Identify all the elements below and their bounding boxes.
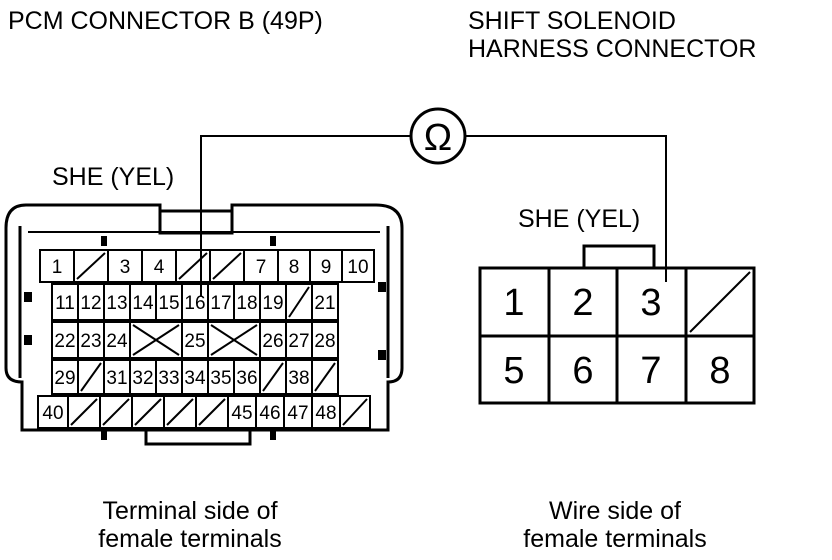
solenoid-terminal-2: 2 xyxy=(572,282,593,324)
pcm-caption-line2: female terminals xyxy=(98,525,282,553)
pcm-unused-terminal-mark xyxy=(132,324,180,356)
pcm-unused-terminal-mark xyxy=(288,286,310,318)
solenoid-terminal-6: 6 xyxy=(572,350,593,392)
solenoid-connector-body xyxy=(478,244,756,405)
pcm-terminal-number: 22 xyxy=(54,331,75,352)
pcm-terminal-number: 21 xyxy=(314,293,335,314)
ohmmeter-leads xyxy=(200,135,667,296)
pcm-terminal-number: 1 xyxy=(52,257,63,278)
pcm-wire-label: SHE (YEL) xyxy=(52,163,175,191)
solenoid-connector-title-line2: HARNESS CONNECTOR xyxy=(468,35,757,63)
pcm-terminal-number: 36 xyxy=(236,368,257,389)
solenoid-terminal-numbers: 1 2 3 5 6 7 8 xyxy=(503,282,730,392)
pcm-connector-title: PCM CONNECTOR B (49P) xyxy=(8,7,323,35)
pcm-terminal-cavity xyxy=(311,283,339,321)
solenoid-terminal-3: 3 xyxy=(640,282,661,324)
pcm-terminal-number: 32 xyxy=(132,368,153,389)
pcm-terminal-number: 17 xyxy=(210,293,231,314)
pcm-unused-terminal-mark xyxy=(262,362,284,392)
pcm-terminal-number: 26 xyxy=(262,331,283,352)
pcm-terminal-number: 38 xyxy=(288,368,309,389)
pcm-guide-marks xyxy=(24,236,386,440)
pcm-terminal-number: 40 xyxy=(42,403,63,424)
pcm-terminal-number: 18 xyxy=(236,293,257,314)
pcm-terminal-number: 4 xyxy=(154,257,165,278)
pcm-terminal-number: 28 xyxy=(314,331,335,352)
solenoid-terminal-1: 1 xyxy=(503,282,524,324)
pcm-terminal-cavity xyxy=(341,249,375,283)
pcm-terminal-number: 24 xyxy=(106,331,128,352)
pcm-terminal-number: 35 xyxy=(210,368,231,389)
pcm-terminal-number: 8 xyxy=(289,257,300,278)
pcm-terminal-number: 33 xyxy=(158,368,179,389)
pcm-terminal-number: 12 xyxy=(80,293,101,314)
solenoid-caption-line1: Wire side of xyxy=(549,497,681,525)
pcm-unused-terminal-mark xyxy=(76,252,106,280)
pcm-terminal-number: 11 xyxy=(55,293,75,314)
pcm-terminal-number: 9 xyxy=(321,257,332,278)
solenoid-terminal-7: 7 xyxy=(640,350,661,392)
pcm-unused-terminal-mark xyxy=(102,398,130,426)
pcm-terminal-number: 46 xyxy=(259,403,280,424)
pcm-terminal-cavity xyxy=(311,359,339,395)
pcm-unused-terminal-mark xyxy=(212,252,242,280)
pcm-terminal-number: 3 xyxy=(120,257,131,278)
pcm-terminal-number: 31 xyxy=(106,368,127,389)
pcm-terminal-number: 27 xyxy=(288,331,309,352)
pcm-terminal-cavity xyxy=(339,395,371,429)
pcm-terminal-number: 14 xyxy=(132,293,154,314)
pcm-unused-terminal-mark xyxy=(314,362,336,392)
pcm-terminal-number: 48 xyxy=(315,403,336,424)
pcm-terminal-number: 25 xyxy=(184,331,205,352)
pcm-terminal-number: 13 xyxy=(106,293,127,314)
pcm-terminal-number: 10 xyxy=(347,257,368,278)
ohmmeter-icon: Ω xyxy=(409,107,467,165)
solenoid-terminal-8: 8 xyxy=(709,350,730,392)
pcm-terminal-number: 15 xyxy=(158,293,179,314)
solenoid-caption-line2: female terminals xyxy=(523,525,707,553)
pcm-terminal-number: 34 xyxy=(184,368,206,389)
pcm-terminal-number: 7 xyxy=(256,257,267,278)
pcm-connector-body xyxy=(4,203,404,446)
pcm-caption-line1: Terminal side of xyxy=(102,497,278,525)
pcm-unused-terminal-mark xyxy=(198,398,226,426)
pcm-unused-terminal-mark xyxy=(80,362,102,392)
pcm-unused-terminal-mark xyxy=(342,398,368,426)
ohm-symbol: Ω xyxy=(424,117,452,159)
pcm-unused-terminal-mark xyxy=(70,398,98,426)
pcm-terminal-cavity xyxy=(311,321,339,359)
pcm-terminal-number: 23 xyxy=(80,331,101,352)
solenoid-terminal-5: 5 xyxy=(503,350,524,392)
pcm-terminal-number: 45 xyxy=(231,403,252,424)
solenoid-wire-label: SHE (YEL) xyxy=(518,205,641,233)
pcm-terminal-number: 16 xyxy=(184,293,205,314)
pcm-terminal-number: 19 xyxy=(262,293,283,314)
pcm-unused-terminal-mark xyxy=(134,398,162,426)
pcm-unused-terminal-mark xyxy=(178,252,208,280)
pcm-terminal-number: 29 xyxy=(54,368,75,389)
pcm-terminal-number: 47 xyxy=(287,403,308,424)
pcm-unused-terminal-mark xyxy=(210,324,258,356)
pcm-unused-terminal-mark xyxy=(166,398,194,426)
solenoid-connector-title-line1: SHIFT SOLENOID xyxy=(468,7,676,35)
